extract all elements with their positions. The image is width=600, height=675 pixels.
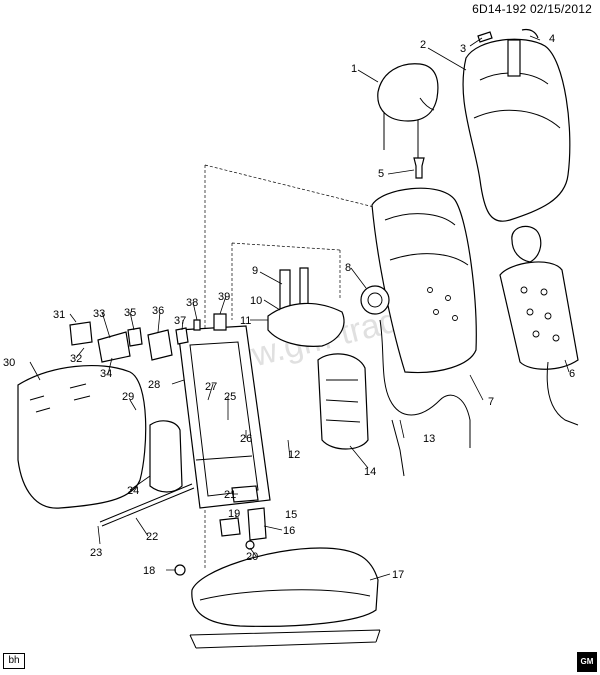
callout-33: 33 [93,308,105,320]
callout-32: 32 [70,353,82,365]
callout-3: 3 [460,43,466,55]
seatback-cushion [371,187,477,374]
seat-side-panel [149,420,183,493]
callout-14: 14 [364,466,376,478]
callout-35: 35 [124,307,136,319]
seat-cushion [189,547,381,649]
callout-9: 9 [252,265,258,277]
callout-27: 27 [205,381,217,393]
bracket-37 [175,327,189,345]
callout-6: 6 [569,368,575,380]
fastener-39 [213,313,227,331]
bracket-36 [147,329,173,361]
recliner-motor [317,353,369,450]
fastener-18 [174,564,186,576]
callout-5: 5 [378,168,384,180]
bracket-33 [97,331,131,363]
callout-29: 29 [122,391,134,403]
callout-28: 28 [148,379,160,391]
fastener-38 [193,319,201,331]
bracket-31 [69,321,93,346]
callout-38: 38 [186,297,198,309]
callout-34: 34 [100,368,112,380]
diagram-id: 6D14-192 [472,2,527,16]
callout-37: 37 [174,315,186,327]
diagram-date: 02/15/2012 [529,2,592,16]
headrest [377,63,439,158]
diagram-reference-header: 6D14-192 02/15/2012 [472,2,592,16]
callout-7: 7 [488,396,494,408]
callout-18: 18 [143,565,155,577]
callout-22: 22 [146,531,158,543]
callout-15: 15 [285,509,297,521]
callout-21: 21 [224,489,236,501]
bracket-19 [219,517,241,537]
seatback-panel [17,364,147,509]
wiring-harness [379,319,471,477]
callout-1: 1 [351,63,357,75]
callout-16: 16 [283,525,295,537]
callout-26: 26 [240,433,252,445]
release-rod [99,483,195,527]
callout-13: 13 [423,433,435,445]
lumbar-pump [360,285,390,315]
callout-36: 36 [152,305,164,317]
callout-24: 24 [127,485,139,497]
callout-23: 23 [90,547,102,559]
adjuster-16 [247,507,267,541]
callout-11: 11 [240,315,251,327]
callout-4: 4 [549,33,555,45]
cover-retainer [477,31,493,43]
headrest-guide [413,157,425,179]
callout-19: 19 [228,508,240,520]
callout-25: 25 [224,391,236,403]
callout-31: 31 [53,309,65,321]
callout-20: 20 [246,551,258,563]
callout-2: 2 [420,39,426,51]
lumbar-support-frame [267,267,345,347]
callout-30: 30 [3,357,15,369]
author-tag: bh [3,653,25,669]
fastener-20 [245,540,255,550]
cover-clip [521,28,539,39]
callout-10: 10 [250,295,262,307]
callout-8: 8 [345,262,351,274]
gm-logo: GM [577,652,597,672]
seatback-heater-pad [499,225,579,426]
seatback-cover [462,38,571,222]
bracket-35 [127,327,143,347]
callout-17: 17 [392,569,404,581]
seatback-frame [177,325,271,509]
bracket-21 [231,485,259,503]
callout-39: 39 [218,291,230,303]
callout-12: 12 [288,449,300,461]
